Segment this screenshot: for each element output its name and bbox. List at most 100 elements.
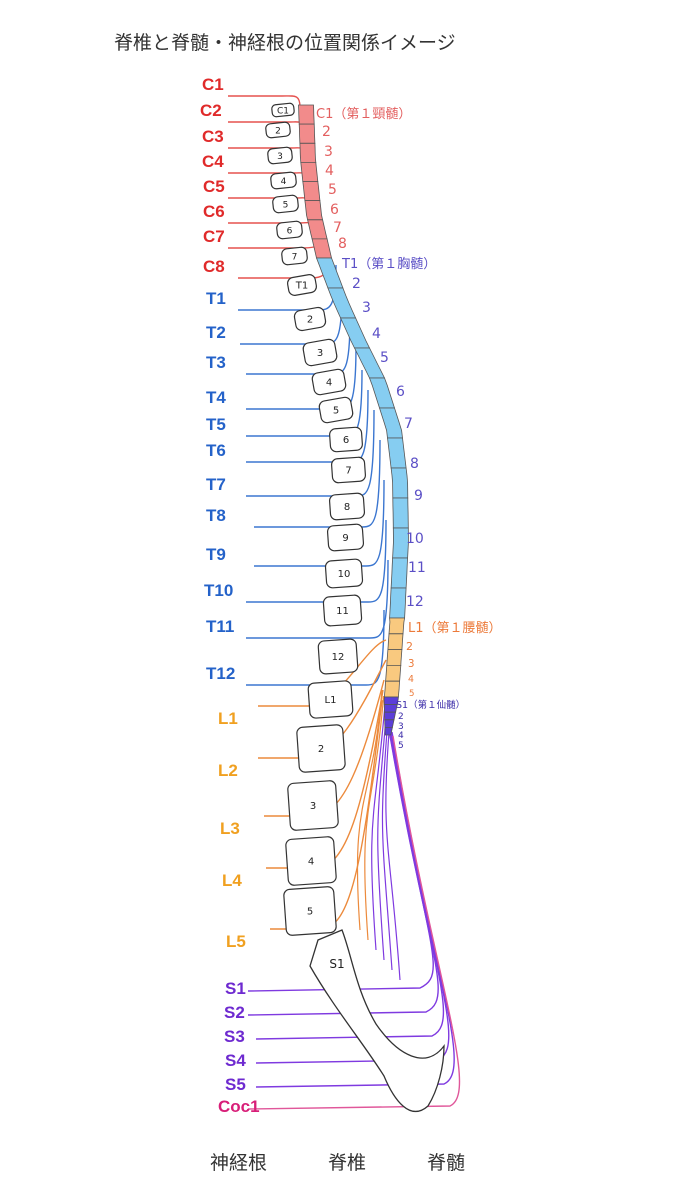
vertebra-label: 3 <box>277 152 283 162</box>
cord-segment-label-cervical: C1（第１頸髄） <box>316 107 411 122</box>
cauda-equina-strand <box>381 713 393 971</box>
cord-segment-label-sacral: 2 <box>398 712 404 722</box>
vertebra <box>311 368 347 396</box>
vertebra <box>283 886 337 936</box>
vertebra <box>272 194 299 214</box>
nerve-root-line-t9 <box>254 479 385 567</box>
cord-segment-label-cervical: 3 <box>324 144 333 160</box>
sacral-cord-section-segment <box>384 711 397 721</box>
cervical-cord-section-segment <box>311 238 333 259</box>
cervical-cord-section-segment <box>298 123 316 144</box>
thoracic-cord-section-segment <box>368 377 396 409</box>
nerve-root-label-t10: T10 <box>204 581 233 600</box>
cord-segment-label-sacral: 5 <box>398 741 404 751</box>
vertebra <box>318 396 354 424</box>
nerve-root-label-c4: C4 <box>202 152 224 171</box>
vertebra <box>302 338 338 367</box>
cauda-equina-strand <box>364 695 385 941</box>
diagram-title: 脊椎と脊髄・神経根の位置関係イメージ <box>114 32 456 54</box>
thoracic-cord-section-segment <box>315 257 344 289</box>
nerve-root-label-t7: T7 <box>206 475 226 494</box>
vertebra <box>271 102 295 118</box>
lumbar-cord-section-segment <box>387 633 404 650</box>
thoracic-cord-section-segment <box>390 467 409 499</box>
nerve-root-labels: C1C2C3C4C5C6C7C8T1T2T3T4T5T6T7T8T9T10T11… <box>200 75 260 1116</box>
nerve-root-line-t8 <box>254 439 381 528</box>
nerve-root-label-t2: T2 <box>206 323 226 342</box>
nerve-root-line-s4 <box>255 725 450 1064</box>
vertebra <box>328 492 366 521</box>
vertebra <box>267 146 293 165</box>
sacrum-label: S1 <box>329 957 344 971</box>
vertebra <box>270 171 297 190</box>
nerve-root-label-t4: T4 <box>206 388 226 407</box>
vertebra-label: 10 <box>338 569 351 580</box>
vertebra <box>287 274 317 296</box>
vertebra-label: 12 <box>332 652 345 663</box>
cord-segment-label-cervical: 7 <box>333 220 342 236</box>
vertebra <box>281 246 308 266</box>
vertebra-label: 2 <box>307 315 313 326</box>
vertebra <box>296 724 346 773</box>
nerve-root-label-l4: L4 <box>222 871 242 890</box>
vertebra <box>329 426 363 453</box>
vertebra-label: 5 <box>307 907 313 918</box>
vertebra <box>324 558 364 589</box>
vertebra <box>293 306 327 332</box>
cord-segment-labels: C1（第１頸髄）2345678T1（第１胸髄）23456789101112L1（… <box>316 107 502 751</box>
vertebra-label: 3 <box>310 801 316 812</box>
cervical-cord-section-segment <box>298 104 315 125</box>
vertebra <box>265 121 291 139</box>
thoracic-cord-section-segment <box>389 587 407 619</box>
vertebra <box>322 594 363 627</box>
vertebra-label: 7 <box>345 466 351 477</box>
vertebra-label: 8 <box>344 502 350 513</box>
nerve-root-label-c5: C5 <box>203 177 225 196</box>
footer-vertebra-label: 脊椎 <box>328 1152 367 1174</box>
nerve-root-label-c3: C3 <box>202 127 224 146</box>
vertebra-label: 6 <box>343 435 349 446</box>
nerve-root-label-t12: T12 <box>206 664 235 683</box>
cord-segment-label-thoracic: 2 <box>352 276 361 292</box>
nerve-root-label-s2: S2 <box>224 1003 245 1022</box>
cord-segment-label-sacral: S1（第１仙髄） <box>396 699 465 711</box>
thoracic-cord-section-segment <box>339 317 371 349</box>
nerve-root-label-c2: C2 <box>200 101 222 120</box>
cord-segment-label-thoracic: 9 <box>414 488 423 504</box>
nerve-root-line-coc1 <box>247 735 461 1110</box>
nerve-root-line-t10 <box>246 519 387 603</box>
lumbar-cord-section-segment <box>388 617 406 635</box>
vertebra-label: L1 <box>325 695 337 706</box>
sacral-cord-section-segment <box>384 719 395 728</box>
nerve-root-label-l1: L1 <box>218 709 238 728</box>
nerve-root-line-c1 <box>228 95 301 108</box>
cord-segment-label-thoracic: 7 <box>404 416 413 432</box>
nerve-root-line-t11 <box>246 559 389 639</box>
cord-segment-label-cervical: 4 <box>325 163 334 179</box>
nerve-root-label-t5: T5 <box>206 415 226 434</box>
nerve-root-line-c7 <box>228 244 320 249</box>
vertebra-label: 5 <box>283 201 289 211</box>
nerve-root-line-s2 <box>247 711 439 1016</box>
vertebra <box>276 220 303 240</box>
cauda-equina-strand <box>385 719 401 981</box>
nerve-root-label-l2: L2 <box>218 761 238 780</box>
cervical-cord-section-segment <box>307 219 328 240</box>
cord-segment-label-thoracic: 6 <box>396 384 405 400</box>
vertebra-label: 7 <box>292 253 298 263</box>
nerve-root-label-t9: T9 <box>206 545 226 564</box>
lumbar-cord-section-segment <box>383 680 401 698</box>
vertebra-label: 6 <box>287 227 293 237</box>
vertebra <box>285 836 337 886</box>
cord-segment-label-cervical: 8 <box>338 236 347 252</box>
thoracic-cord-section-segment <box>390 557 409 589</box>
cervical-cord-section-segment <box>300 161 319 182</box>
vertebra-label: 4 <box>308 857 314 868</box>
vertebra-label: T1 <box>295 281 308 292</box>
nerve-root-line-t7 <box>246 409 375 497</box>
vertebra <box>331 456 366 484</box>
vertebra-label: 9 <box>342 533 348 544</box>
nerve-root-label-coc1: Coc1 <box>218 1097 260 1116</box>
